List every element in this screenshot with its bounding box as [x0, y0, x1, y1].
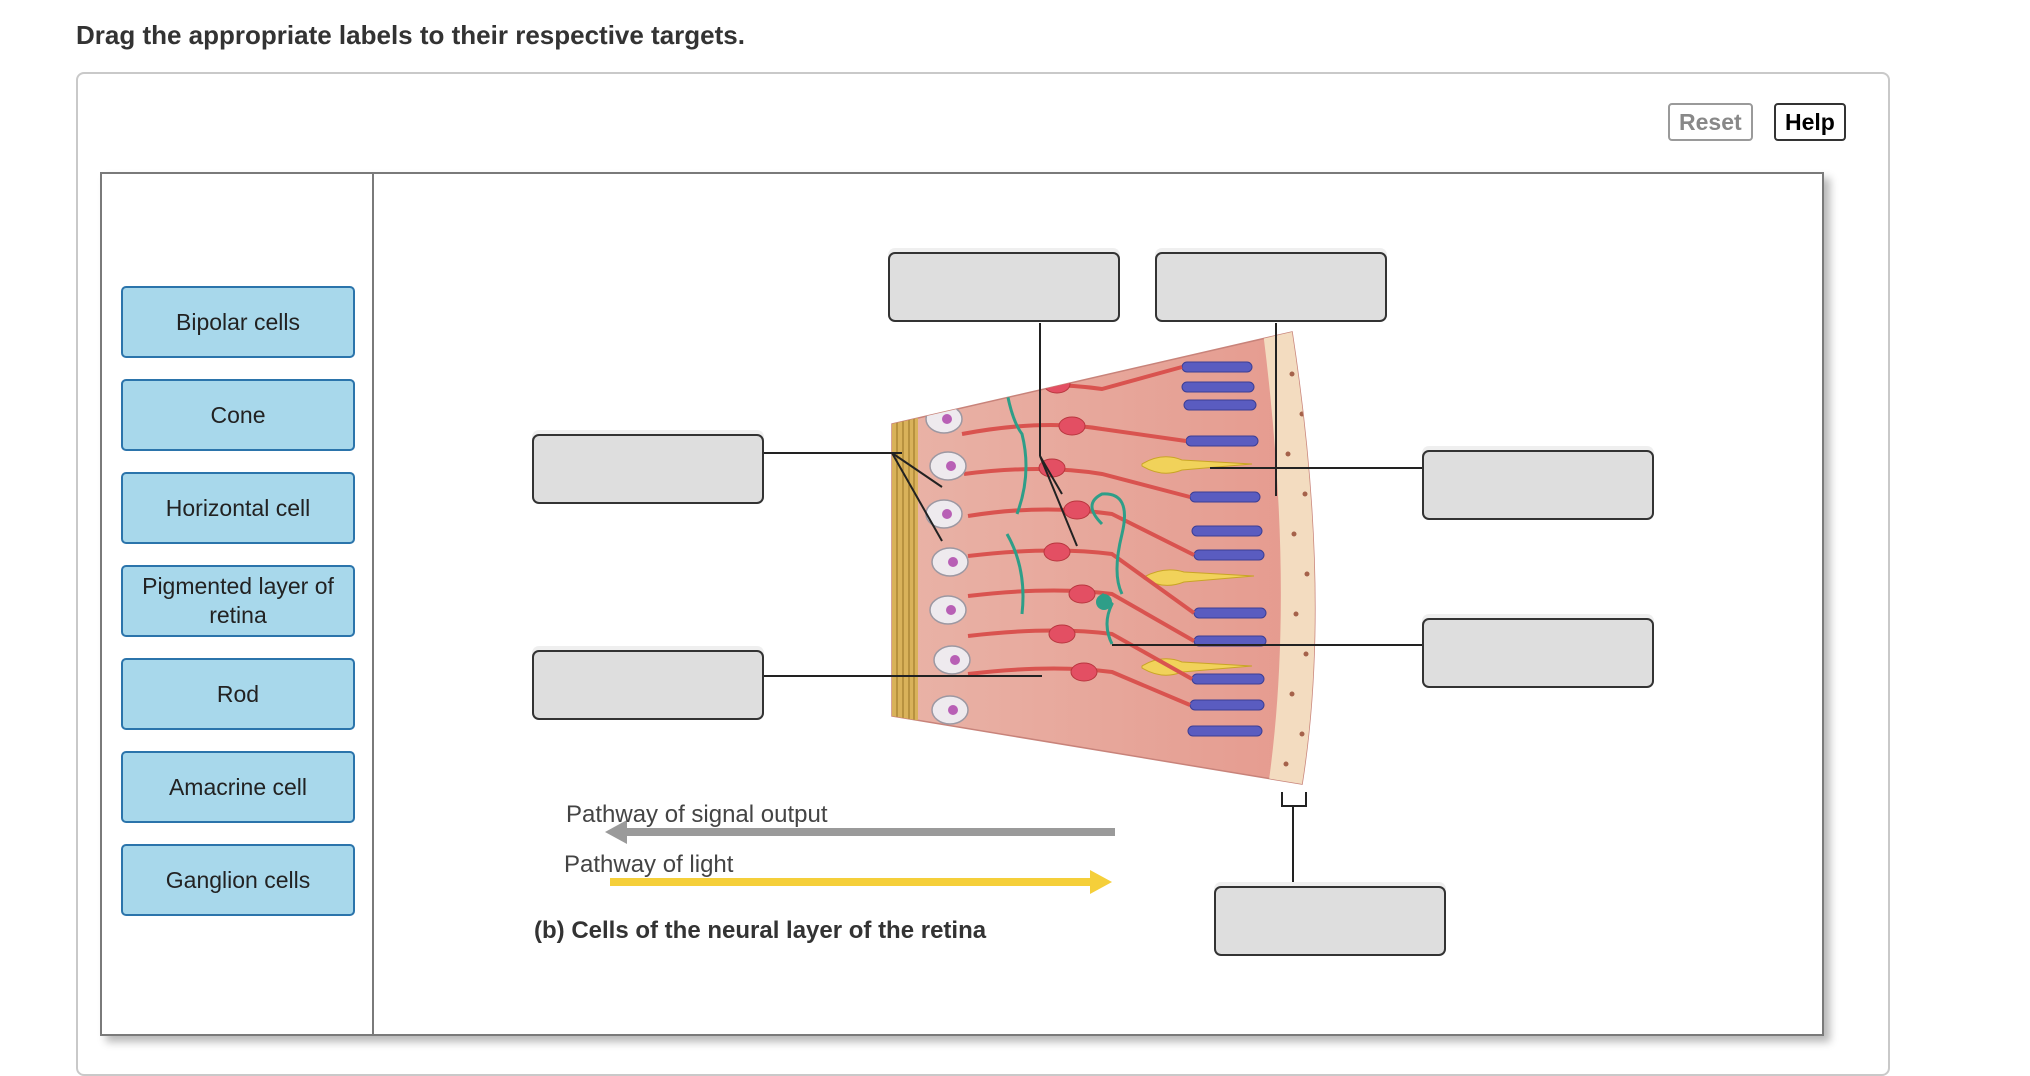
drag-drop-board: Bipolar cells Cone Horizontal cell Pigme… — [100, 172, 1824, 1036]
label-rod[interactable]: Rod — [121, 658, 355, 730]
cone-cells — [1141, 456, 1255, 676]
reset-button[interactable]: Reset — [1668, 103, 1753, 141]
drop-target-3[interactable] — [532, 434, 764, 504]
pigmented-layer-shape — [1262, 332, 1315, 784]
label-ganglion-cells[interactable]: Ganglion cells — [121, 844, 355, 916]
label-bank: Bipolar cells Cone Horizontal cell Pigme… — [102, 174, 374, 1034]
rod-cells — [1181, 361, 1267, 737]
help-button[interactable]: Help — [1774, 103, 1846, 141]
label-bipolar-cells[interactable]: Bipolar cells — [121, 286, 355, 358]
signal-output-arrow-head — [605, 820, 627, 844]
label-amacrine-cell[interactable]: Amacrine cell — [121, 751, 355, 823]
retina-diagram — [605, 323, 1436, 894]
output-caption: Pathway of signal output — [566, 801, 828, 828]
instruction-text: Drag the appropriate labels to their res… — [76, 20, 745, 50]
drop-target-5[interactable] — [532, 650, 764, 720]
label-pigmented-layer[interactable]: Pigmented layer of retina — [121, 565, 355, 637]
drop-target-6[interactable] — [1422, 618, 1654, 688]
label-horizontal-cell[interactable]: Horizontal cell — [121, 472, 355, 544]
drop-target-4[interactable] — [1422, 450, 1654, 520]
light-arrow-head — [1090, 870, 1112, 894]
drop-target-7[interactable] — [1214, 886, 1446, 956]
light-caption: Pathway of light — [564, 851, 734, 878]
figure-caption: (b) Cells of the neural layer of the ret… — [534, 917, 987, 944]
label-cone[interactable]: Cone — [121, 379, 355, 451]
drop-target-2[interactable] — [1155, 252, 1387, 322]
drop-target-1[interactable] — [888, 252, 1120, 322]
